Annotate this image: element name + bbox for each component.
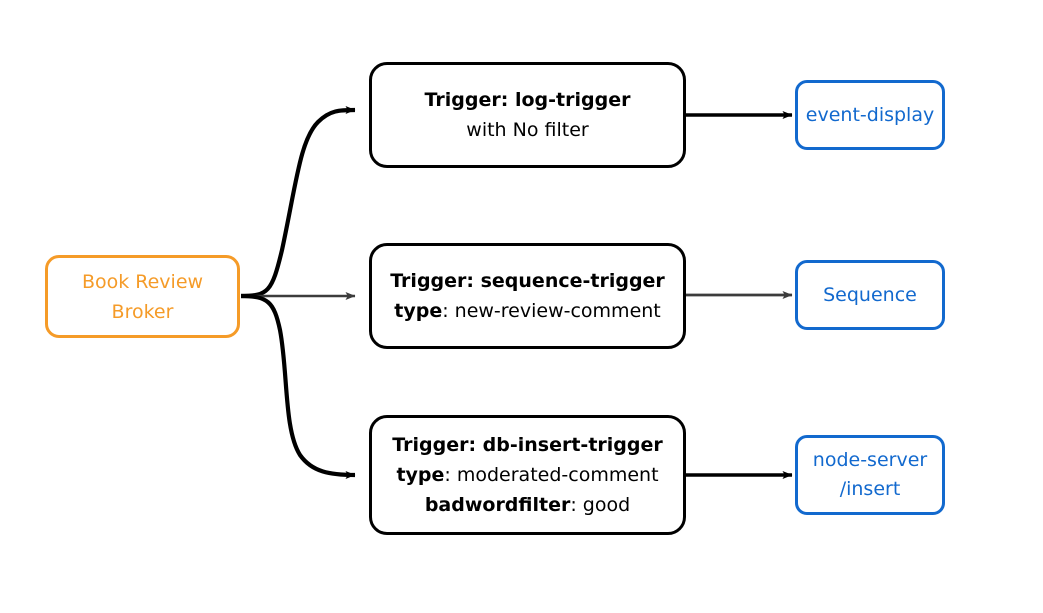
- trigger-title: Trigger: db-insert-trigger: [392, 434, 663, 456]
- trigger-detail-value: with No filter: [466, 119, 589, 141]
- node-service-node-server-insert[interactable]: node-server /insert: [795, 435, 945, 515]
- trigger-filter-key: badwordfilter: [424, 494, 571, 516]
- edge-broker-to-db-insert-trigger: [240, 293, 356, 479]
- trigger-filter-value: : good: [570, 494, 631, 516]
- node-book-review-broker[interactable]: Book Review Broker: [45, 255, 240, 338]
- trigger-detail-value: : moderated-comment: [444, 464, 659, 486]
- trigger-detail: type: moderated-comment: [396, 460, 658, 490]
- node-trigger-db-insert-trigger[interactable]: Trigger: db-insert-trigger type: moderat…: [369, 415, 686, 535]
- trigger-detail: with No filter: [466, 115, 588, 145]
- broker-label-line-1: Book Review: [81, 270, 204, 293]
- service-label-line-2: /insert: [839, 478, 901, 500]
- trigger-filter: badwordfilter: good: [425, 490, 630, 520]
- edge-broker-to-log-trigger: [240, 106, 356, 299]
- service-label-line-1: Sequence: [823, 283, 917, 306]
- trigger-detail-key: type: [394, 300, 443, 322]
- node-service-sequence[interactable]: Sequence: [795, 260, 945, 330]
- node-trigger-sequence-trigger[interactable]: Trigger: sequence-trigger type: new-revi…: [369, 243, 686, 349]
- node-service-event-display[interactable]: event-display: [795, 80, 945, 150]
- node-trigger-log-trigger[interactable]: Trigger: log-trigger with No filter: [369, 62, 686, 168]
- trigger-detail-value: : new-review-comment: [442, 300, 661, 322]
- trigger-detail: type: new-review-comment: [394, 296, 661, 326]
- trigger-title: Trigger: sequence-trigger: [390, 270, 665, 292]
- trigger-detail-key: type: [396, 464, 445, 486]
- service-label-line-1: node-server: [812, 449, 928, 471]
- trigger-title: Trigger: log-trigger: [424, 89, 631, 111]
- broker-label-line-2: Broker: [111, 300, 174, 323]
- service-label-line-1: event-display: [805, 103, 935, 126]
